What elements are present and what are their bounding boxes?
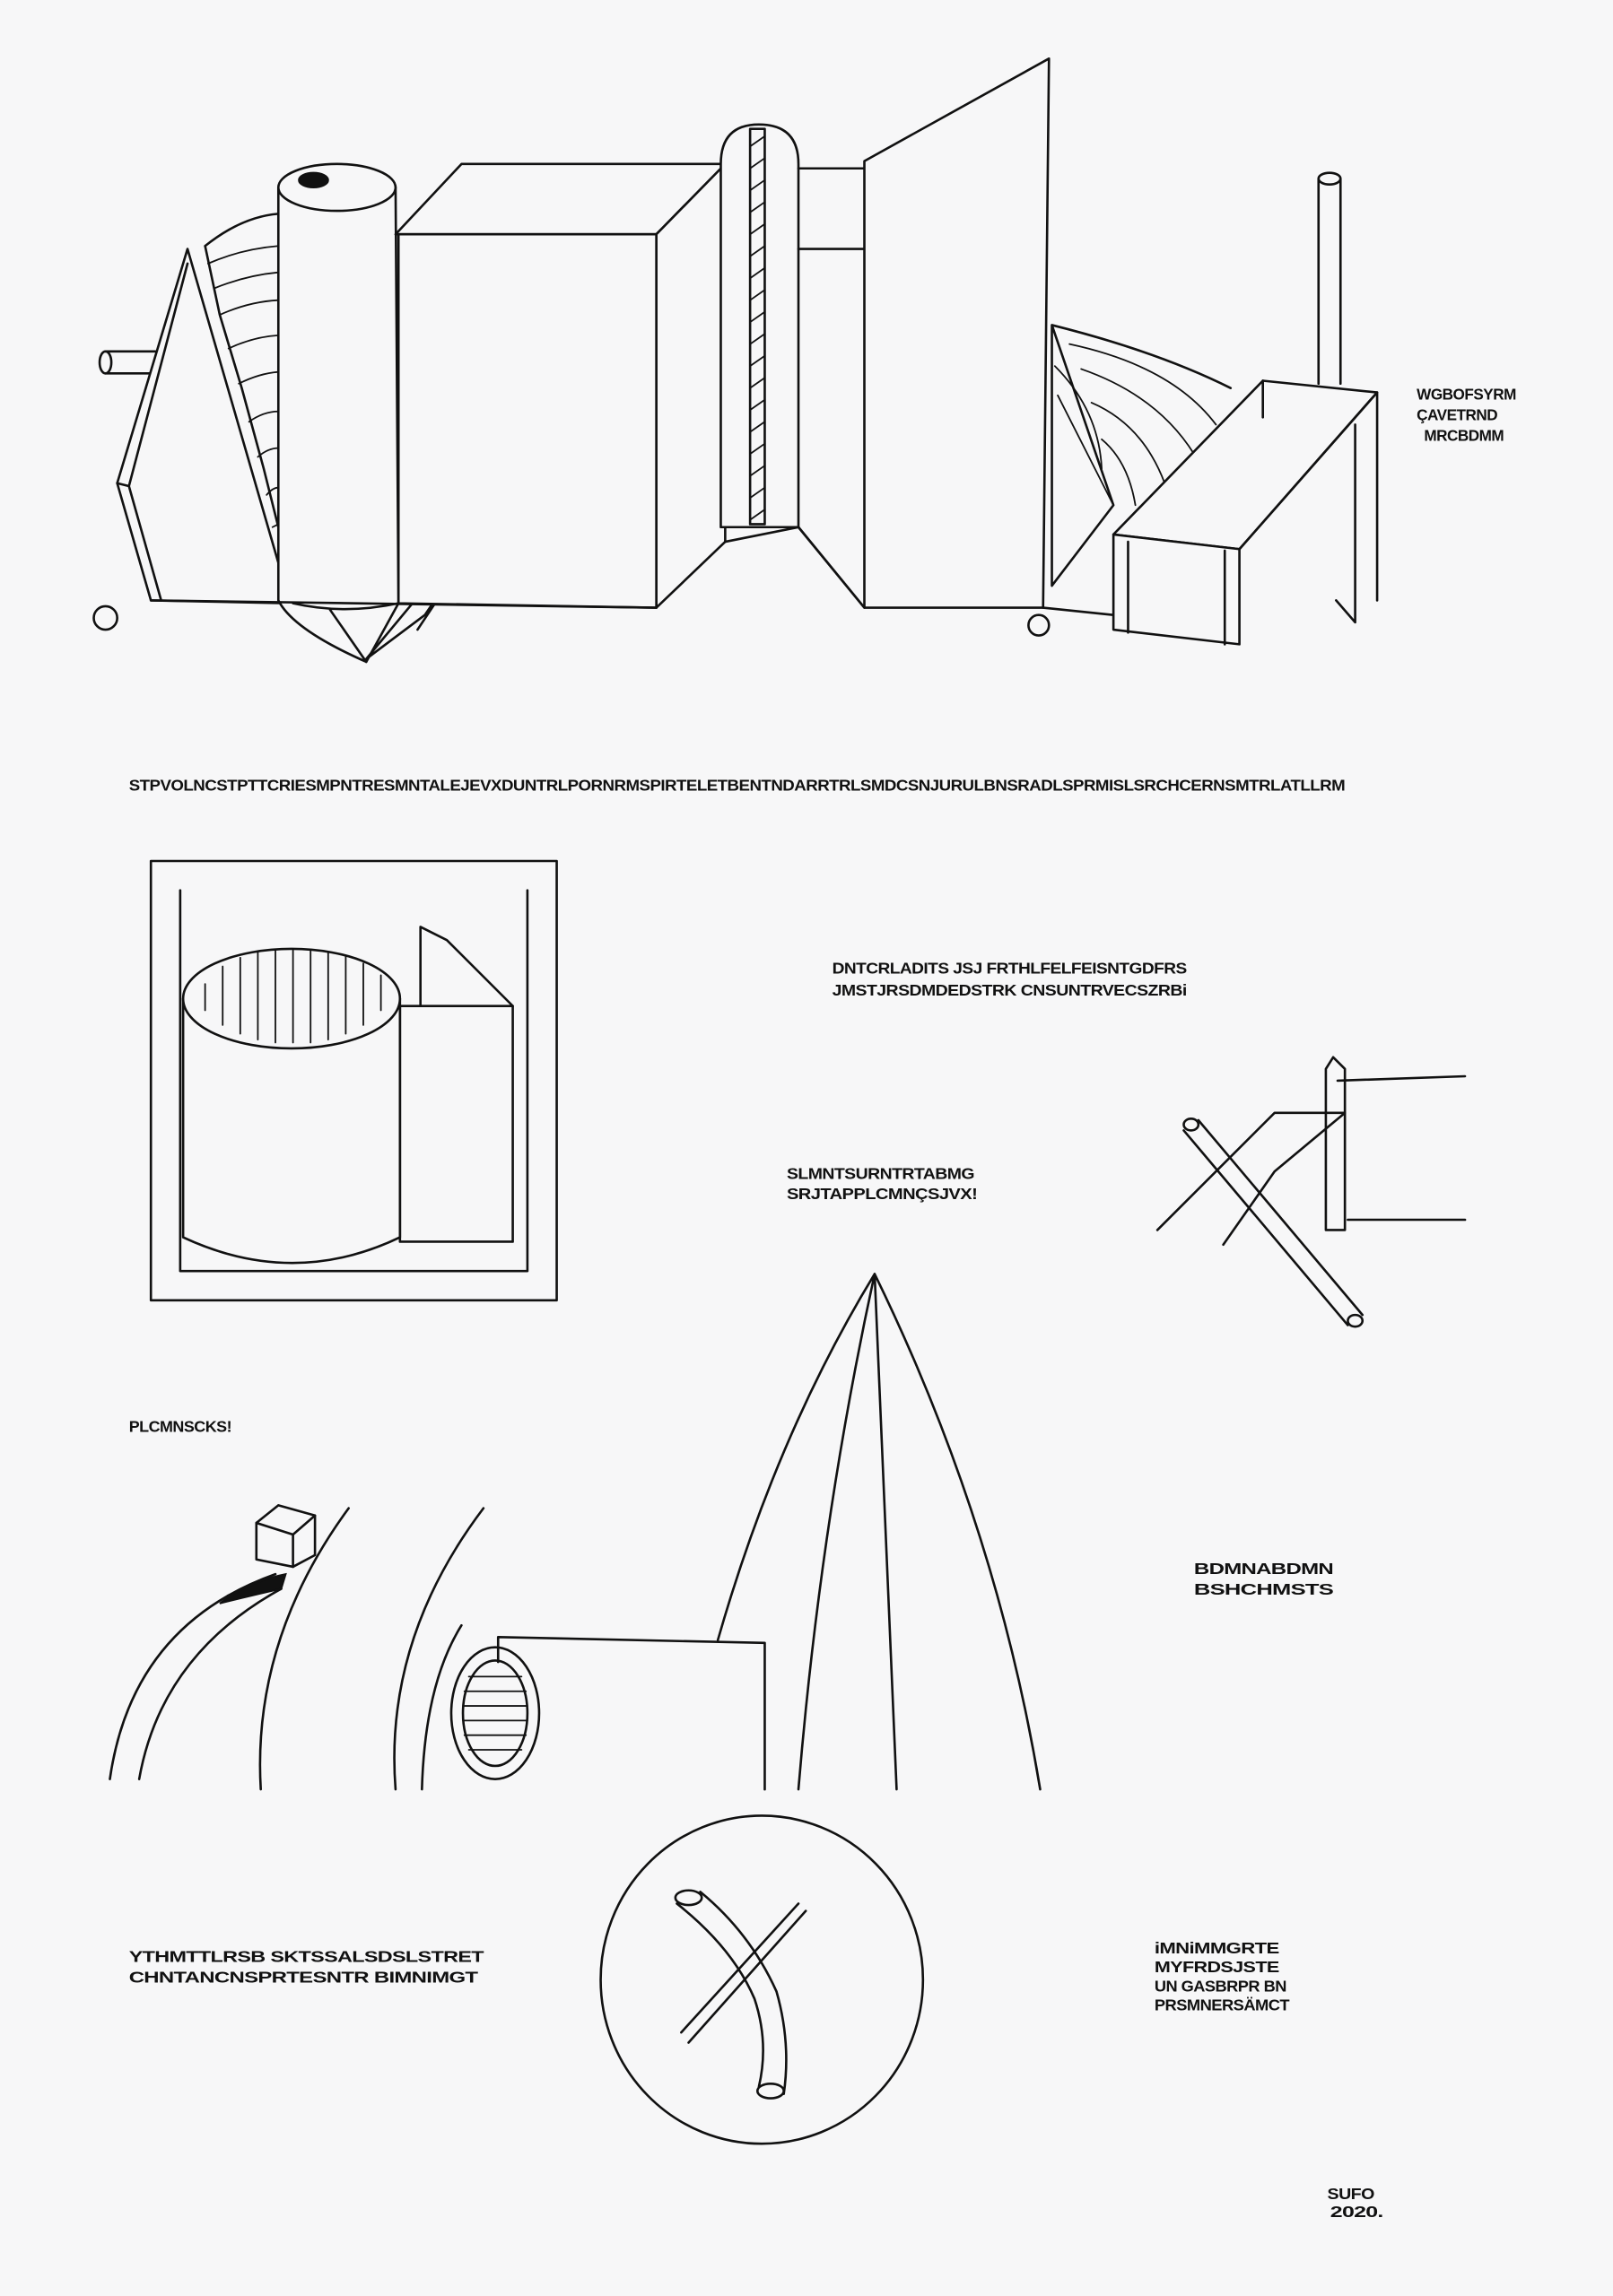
signature-year: 2020. <box>1330 2203 1383 2221</box>
framed-cylinder <box>149 859 558 1302</box>
arches <box>109 1504 485 1791</box>
circle-with-tube <box>599 1814 925 2145</box>
left-note: PLCMNSCKS! <box>129 1418 231 1436</box>
small-sphere <box>92 604 118 631</box>
top-composition <box>92 57 1379 664</box>
middle-note-line-1: SLMNTSURNTRTABMG <box>787 1164 974 1182</box>
bottom-left-note-line-1: YTHMTTLRSB SKTSSALSDSLSTRET <box>129 1948 485 1966</box>
stick-and-plane <box>1155 1056 1467 1328</box>
ribbed-half-cylinder <box>204 213 287 558</box>
long-text-line: STPVOLNCSTPTTCRIESMPNTRESMNTALEJEVXDUNTR… <box>129 777 1346 795</box>
middle-note-line-2: SRJTAPPLCMNÇSJVX! <box>787 1185 977 1203</box>
top-right-note-line-2: ÇAVETRND <box>1417 406 1497 424</box>
folded-panel <box>797 57 1051 637</box>
ink-blot <box>298 171 329 188</box>
signature-name: SUFO <box>1328 2185 1374 2203</box>
top-right-note-line-1: WGBOFSYRM <box>1417 386 1516 404</box>
center-note-line-2: JMSTJRSDMDEDSTRK CNSUNTRVECSZRBi <box>833 981 1187 999</box>
wedge-panel <box>116 248 292 604</box>
right-note-line-2: BSHCHMSTS <box>1194 1580 1333 1598</box>
ribbed-wedge <box>1051 324 1233 587</box>
bottom-left-note-line-2: CHNTANCNSPRTESNTR BIMNIMGT <box>129 1969 479 1987</box>
bottom-right-note-line-1: iMNiMMGRTE <box>1155 1939 1279 1957</box>
arched-column <box>719 123 866 529</box>
right-note-line-1: BDMNABDMN <box>1194 1560 1333 1578</box>
tunnel-box <box>449 1636 766 1791</box>
center-note-line-1: DNTCRLADITS JSJ FRTHLFELFEISNTGDFRS <box>833 960 1187 978</box>
ground-line <box>149 526 1115 617</box>
bottom-right-note-line-4: PRSMNERSÄMCT <box>1155 1996 1290 2014</box>
bottom-right-note-line-2: MYFRDSJSTE <box>1155 1958 1279 1976</box>
cone <box>716 1273 1042 1791</box>
top-right-note-line-3: MRCBDMM <box>1424 426 1504 444</box>
small-pipe <box>98 350 157 375</box>
big-box <box>394 162 727 609</box>
tall-cylinder <box>276 162 400 664</box>
bottom-right-note-line-3: UN GASBRPR BN <box>1155 1977 1286 1995</box>
bench <box>1112 379 1379 646</box>
tall-pole <box>1317 171 1342 386</box>
